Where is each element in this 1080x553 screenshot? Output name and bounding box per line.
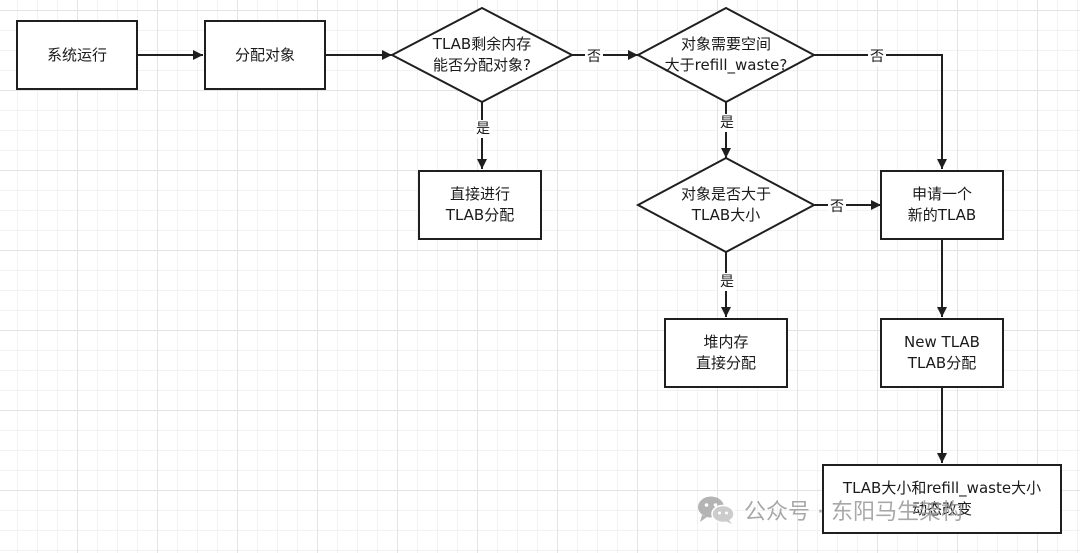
decision-tlab-shape[interactable]	[389, 6, 575, 104]
edge-label-no-size: 否	[828, 198, 846, 216]
edge-label-yes-size: 是	[718, 273, 736, 291]
decision-size-shape[interactable]	[635, 156, 817, 254]
edge-label-yes-refill: 是	[718, 114, 736, 132]
edge-label-yes-tlab: 是	[474, 120, 492, 138]
node-heap-direct-alloc[interactable]: 堆内存 直接分配	[664, 318, 788, 388]
node-allocate-object[interactable]: 分配对象	[204, 20, 326, 90]
node-system-running[interactable]: 系统运行	[16, 20, 138, 90]
edge-label-no-refill: 否	[868, 48, 886, 66]
decision-refill-shape[interactable]	[635, 6, 817, 104]
node-new-tlab-alloc[interactable]: New TLAB TLAB分配	[880, 318, 1004, 388]
edge-refill-newtlab	[814, 54, 947, 169]
edge-label-no-tlab: 否	[585, 48, 603, 66]
node-apply-new-tlab[interactable]: 申请一个 新的TLAB	[880, 170, 1004, 240]
node-dynamic-change[interactable]: TLAB大小和refill_waste大小 动态改变	[822, 464, 1062, 534]
watermark-text: 公众号 · 东阳马生架构	[744, 500, 963, 525]
watermark: 公众号 · 东阳马生架构	[696, 494, 963, 526]
node-tlab-direct-alloc[interactable]: 直接进行 TLAB分配	[418, 170, 542, 240]
wechat-icon	[698, 496, 735, 524]
